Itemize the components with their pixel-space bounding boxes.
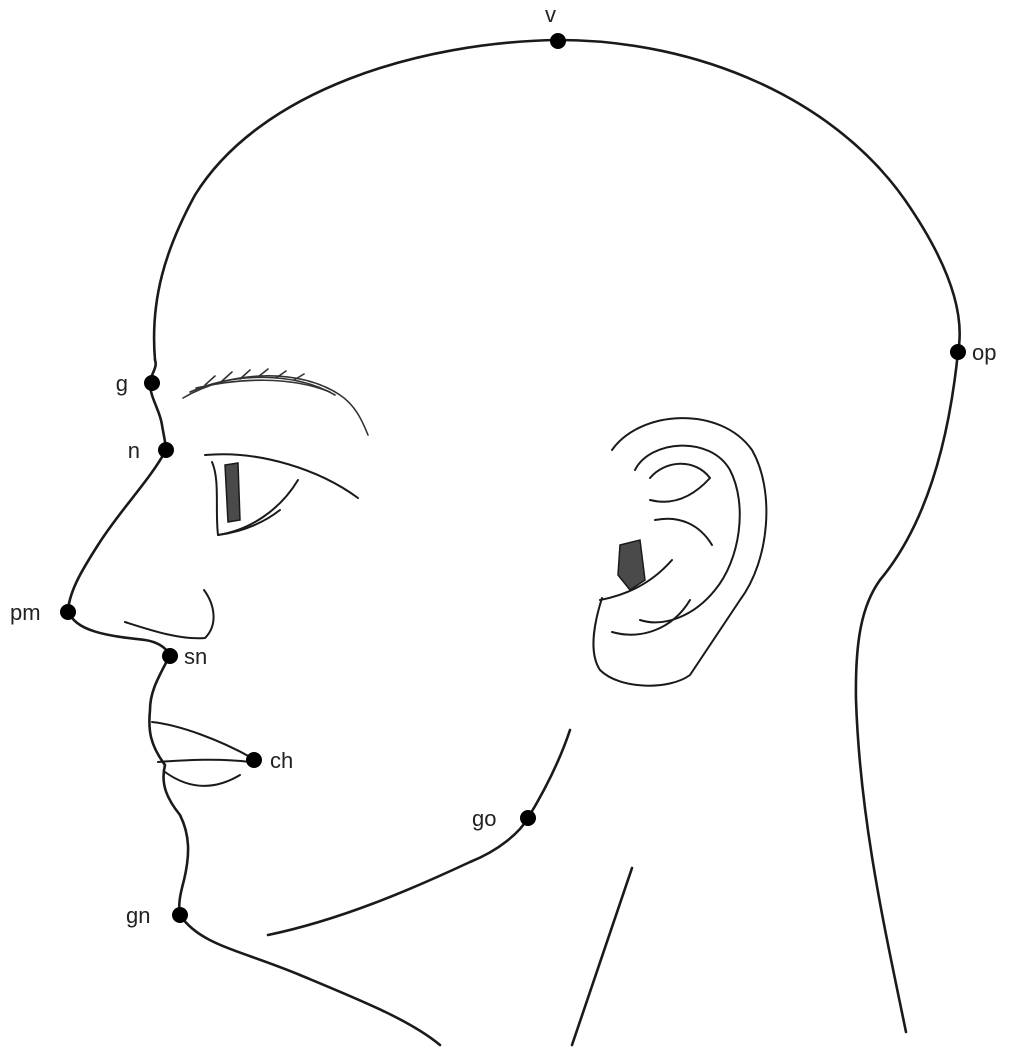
landmark-label-g: g — [116, 371, 128, 396]
landmark-ch: ch — [246, 748, 293, 773]
landmark-dot-sn — [162, 648, 178, 664]
eyebrow — [183, 369, 368, 435]
landmark-label-pm: pm — [10, 600, 41, 625]
landmark-go: go — [472, 806, 536, 831]
landmark-dot-ch — [246, 752, 262, 768]
landmark-dot-pm — [60, 604, 76, 620]
landmark-dot-go — [520, 810, 536, 826]
landmark-label-n: n — [128, 438, 140, 463]
ear — [594, 418, 767, 686]
jawline — [268, 730, 570, 935]
landmark-label-gn: gn — [126, 903, 150, 928]
landmark-label-v: v — [545, 2, 556, 27]
landmark-label-op: op — [972, 340, 996, 365]
landmark-dot-gn — [172, 907, 188, 923]
landmark-dot-op — [950, 344, 966, 360]
lips — [152, 722, 252, 786]
nose-ala — [125, 590, 214, 638]
landmark-sn: sn — [162, 644, 207, 669]
landmark-n: n — [128, 438, 174, 463]
face-profile-outline — [68, 360, 440, 1045]
landmark-label-go: go — [472, 806, 496, 831]
landmark-label-sn: sn — [184, 644, 207, 669]
landmark-label-ch: ch — [270, 748, 293, 773]
landmark-dot-v — [550, 33, 566, 49]
landmark-dot-g — [144, 375, 160, 391]
eye — [205, 454, 358, 535]
landmark-dot-n — [158, 442, 174, 458]
neck-front-line — [572, 868, 632, 1045]
landmark-pm: pm — [10, 600, 76, 625]
landmark-v: v — [545, 2, 566, 49]
skull-outline — [154, 40, 960, 1032]
